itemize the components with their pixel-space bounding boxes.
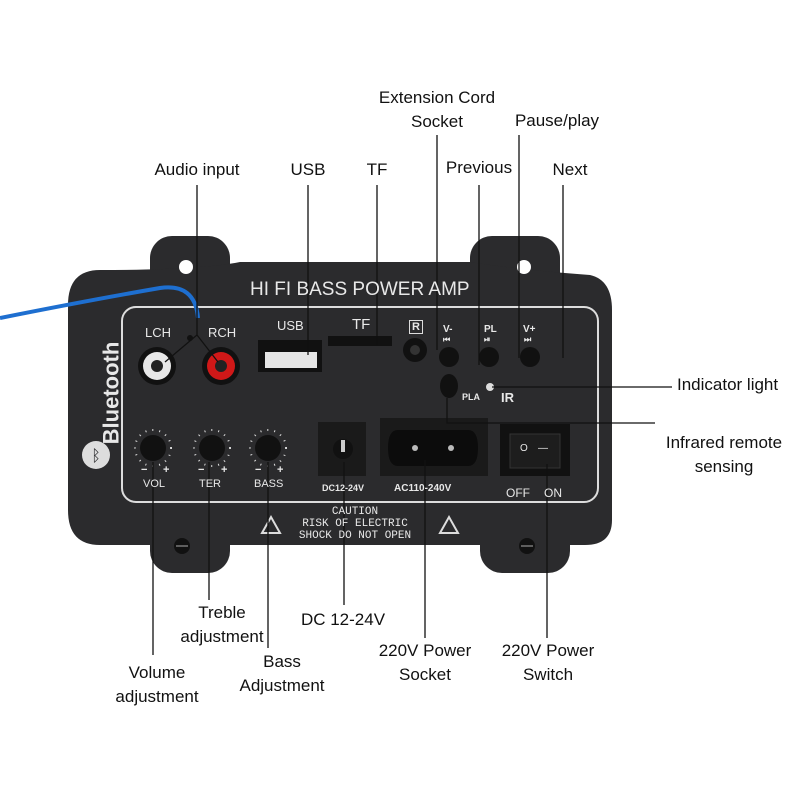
switch-off-mark: O [520,443,528,454]
pla-label: PLA [462,392,480,402]
bluetooth-icon [82,441,110,469]
bass-label: BASS [254,478,284,490]
ter-label: TER [199,478,221,490]
callout-line: Infrared remote [665,433,783,452]
callout-line: Extension Cord [378,88,496,107]
callout-line: 220V Power [501,641,595,660]
callout-line: adjustment [180,627,264,646]
off-label: OFF [506,486,530,500]
audio-wire [0,285,200,320]
callout-line: adjustment [115,687,199,706]
next-button [520,347,540,367]
volume-knob [140,435,166,461]
previous-icon: ⏮ [443,335,451,344]
vminus-label: V- [443,324,453,335]
ir-label: IR [501,390,514,405]
vplus-label: V+ [523,324,536,335]
callout-usb: USB [290,160,326,179]
callout-line: Socket [399,665,451,684]
bass-knob [255,435,281,461]
callout-indicator-light: Indicator light [677,375,779,394]
callout-treble: Treble adjustment [180,601,263,649]
leader-lines [152,135,672,655]
svg-text:ᛒ: ᛒ [91,448,101,465]
pause-play-button [479,347,499,367]
callout-line: Bass [263,652,301,671]
switch-on-mark: — [538,443,548,454]
next-icon: ⏭ [524,335,532,344]
ac-label: AC110-240V [394,483,452,494]
callout-infrared: Infrared remote sensing [666,431,782,479]
caution-text: CAUTION RISK OF ELECTRIC SHOCK DO NOT OP… [280,506,430,542]
callout-pause-play: Pause/play [514,111,600,130]
tf-slot [328,336,392,346]
callout-next: Next [552,160,588,179]
vol-plus: + [163,464,170,476]
bass-minus: − [255,464,262,476]
bluetooth-brand: Bluetooth [98,341,124,445]
play-pause-icon: ⏯ [484,335,491,344]
callout-line: Socket [411,112,463,131]
ter-minus: − [198,464,205,476]
usb-port [265,352,317,368]
mount-hole [179,260,193,274]
warning-icon [438,514,460,534]
usb-label: USB [277,318,304,333]
callout-tf: TF [366,160,388,179]
warning-icon [260,514,282,534]
callout-line: Volume [128,663,186,682]
dc-label: DC12-24V [322,483,365,493]
caution-line: RISK OF ELECTRIC [302,518,408,530]
ter-plus: + [221,464,228,476]
remote-label: R [409,320,423,334]
infrared-receiver [440,374,458,398]
mount-hole [517,260,531,274]
previous-button [439,347,459,367]
bass-plus: + [277,464,284,476]
inner-border [121,306,599,503]
on-label: ON [544,486,562,500]
treble-knob [199,435,225,461]
ac-power-socket [388,430,478,466]
pl-label: PL [484,324,497,335]
panel-title: HI FI BASS POWER AMP [250,279,470,300]
indicator-light [486,383,494,391]
callout-line: 220V Power [378,641,472,660]
vol-minus: − [141,464,148,476]
callout-volume: Volume adjustment [115,661,198,709]
lch-label: LCH [145,325,172,340]
callout-line: sensing [694,457,754,476]
caution-line: CAUTION [331,506,379,518]
callout-line: Treble [198,603,246,622]
callout-line: Switch [522,665,574,684]
callout-dc: DC 12-24V [300,610,386,629]
caution-line: SHOCK DO NOT OPEN [298,530,412,542]
callout-previous: Previous [445,158,513,177]
callout-audio-input: Audio input [154,160,240,179]
vol-label: VOL [143,478,166,490]
rch-label: RCH [208,325,237,340]
power-switch [509,433,561,469]
callout-line: Adjustment [239,676,325,695]
tf-label: TF [352,316,371,333]
